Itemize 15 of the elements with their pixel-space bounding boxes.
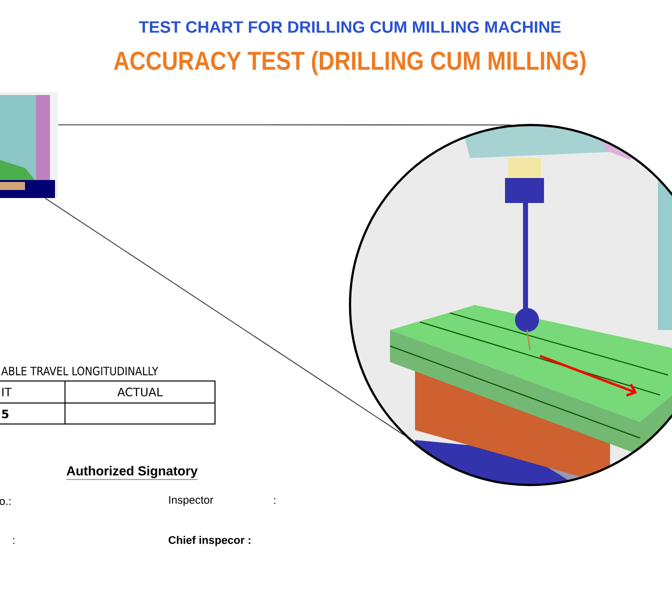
test-heading: ACCURACY TEST (DRILLING CUM MILLING) xyxy=(114,50,586,76)
table-cell: IT xyxy=(2,388,12,396)
form-label: : xyxy=(274,498,276,504)
form-label: o.: xyxy=(0,499,10,506)
table-cell: ACTUAL xyxy=(117,388,163,396)
form-label: Chief inspecor : xyxy=(168,536,250,546)
table-cell: 5 xyxy=(2,410,8,418)
connector-line xyxy=(44,198,405,436)
machine-thumbnail-drawing xyxy=(0,92,58,198)
form-label: Inspector xyxy=(169,496,214,506)
table-heading: ABLE TRAVEL LONGITUDINALLY xyxy=(1,366,158,376)
signatory-heading: Authorized Signatory xyxy=(66,466,198,480)
form-label: : xyxy=(13,538,14,544)
connector-line xyxy=(58,124,512,126)
chart-title: TEST CHART FOR DRILLING CUM MILLING MACHINE xyxy=(138,21,561,33)
